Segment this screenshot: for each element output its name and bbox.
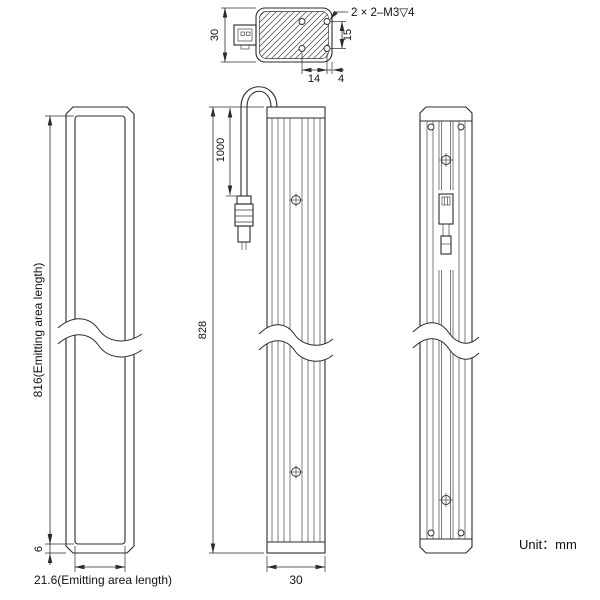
front-view-body-outline bbox=[65, 106, 135, 554]
top-view-fin-hatch bbox=[259, 11, 329, 59]
cable bbox=[240, 86, 278, 196]
back-view-mounting-holes bbox=[427, 123, 465, 537]
back-view-break-line-bottom bbox=[412, 338, 480, 360]
screw-thread-note: 2 × 2–M3▽4 bbox=[351, 7, 415, 19]
back-view-break-line-top bbox=[412, 322, 480, 344]
side-view-break-line-top bbox=[258, 324, 334, 346]
top-view bbox=[233, 7, 333, 63]
dim-cable-length: 1000 bbox=[215, 138, 227, 162]
side-view-break-line-bottom bbox=[258, 340, 334, 362]
back-view-screw-bottom bbox=[439, 493, 453, 507]
dim-emitting-length: 816(Emitting area length) bbox=[31, 263, 45, 398]
back-view bbox=[412, 106, 480, 554]
side-view-screw-top bbox=[289, 193, 303, 207]
dim-end-margin: 6 bbox=[33, 546, 45, 552]
dim-hole-pitch: 15 bbox=[342, 29, 354, 41]
side-view-screw-bottom bbox=[289, 465, 303, 479]
back-view-screw-top bbox=[439, 153, 453, 167]
unit-label: Unit：mm bbox=[519, 537, 577, 552]
front-view-break-line-top bbox=[57, 318, 143, 342]
dim-overall-length: 828 bbox=[197, 321, 209, 339]
back-view-connector-recess bbox=[436, 190, 456, 270]
back-view-body-outline bbox=[419, 106, 473, 554]
dim-edge-offset: 4 bbox=[338, 73, 344, 85]
top-view-dimensions: 30 15 14 4 2 × 2–M3▽4 bbox=[209, 7, 415, 85]
dim-hole-span: 14 bbox=[308, 73, 320, 85]
side-view-dimensions: 828 1000 30 bbox=[197, 106, 326, 587]
side-view-break-mask bbox=[259, 324, 333, 362]
back-view-break-mask bbox=[413, 322, 479, 360]
cable-connector bbox=[234, 195, 254, 250]
top-view-screw-holes bbox=[298, 18, 331, 52]
front-view bbox=[57, 106, 143, 554]
screw-note-leader bbox=[329, 10, 348, 20]
top-view-body-inner-outline bbox=[259, 11, 329, 59]
dim-emitting-width: 21.6(Emitting area length) bbox=[34, 573, 172, 587]
front-view-break-mask bbox=[58, 318, 142, 357]
dim-body-width: 30 bbox=[289, 573, 303, 587]
dim-top-height: 30 bbox=[209, 29, 221, 41]
top-view-connector bbox=[233, 24, 257, 50]
side-view bbox=[234, 86, 334, 554]
front-view-break-line-bottom bbox=[57, 334, 143, 358]
front-view-dimensions: 816(Emitting area length) 6 21.6(Emittin… bbox=[31, 115, 172, 587]
